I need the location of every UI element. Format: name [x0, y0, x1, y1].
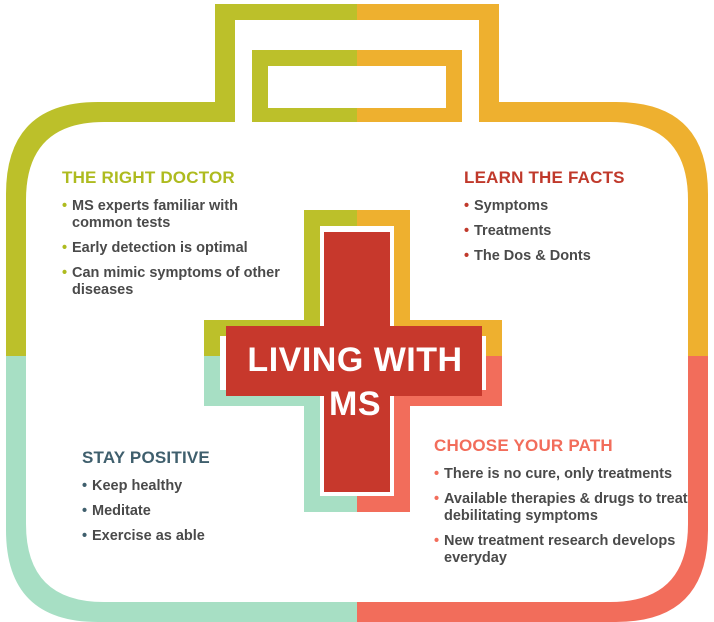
list-item-text: Available therapies & drugs to treat deb… [444, 491, 688, 524]
panel-title: THE RIGHT DOCTOR [62, 168, 235, 187]
list-item: •There is no cure, only treatments [434, 466, 694, 483]
bullet-list: •MS experts familiar with common tests •… [62, 198, 282, 299]
list-item: •The Dos & Donts [464, 248, 664, 265]
list-item-text: Can mimic symptoms of other diseases [72, 265, 280, 298]
red-cross-icon [226, 232, 482, 492]
quadrant-top-left [6, 4, 357, 356]
center-title-line2: MS [329, 385, 381, 423]
list-item: •Keep healthy [82, 478, 302, 495]
quadrant-bottom-right [357, 356, 708, 622]
list-item: •Early detection is optimal [62, 240, 282, 257]
bullet-icon: • [62, 265, 68, 281]
bullet-icon: • [82, 528, 88, 544]
quadrant-top-right [357, 4, 708, 356]
center-title-line1: LIVING WITH [247, 341, 463, 379]
list-item: •New treatment research develops everyda… [434, 533, 694, 567]
list-item-text: New treatment research develops everyday [444, 533, 676, 566]
list-item-text: The Dos & Donts [474, 248, 591, 264]
bullet-icon: • [464, 223, 470, 239]
list-item: •Treatments [464, 223, 664, 240]
list-item-text: Symptoms [474, 198, 549, 214]
list-item-text: Early detection is optimal [72, 240, 248, 256]
quadrant-bottom-left [6, 356, 357, 622]
list-item-text: Exercise as able [92, 528, 205, 544]
panel-title: STAY POSITIVE [82, 448, 210, 467]
panel-title: CHOOSE YOUR PATH [434, 436, 613, 455]
list-item-text: MS experts familiar with common tests [72, 198, 238, 231]
list-item: •Exercise as able [82, 528, 302, 545]
list-item: •MS experts familiar with common tests [62, 198, 282, 232]
panel-title: LEARN THE FACTS [464, 168, 625, 187]
list-item: •Available therapies & drugs to treat de… [434, 491, 694, 525]
panel-learn-facts: LEARN THE FACTS •Symptoms •Treatments •T… [464, 168, 664, 273]
list-item-text: Keep healthy [92, 478, 183, 494]
bullet-icon: • [434, 491, 440, 507]
bullet-list: •Keep healthy •Meditate •Exercise as abl… [82, 478, 302, 545]
bullet-list: •Symptoms •Treatments •The Dos & Donts [464, 198, 664, 265]
panel-stay-positive: STAY POSITIVE •Keep healthy •Meditate •E… [82, 448, 302, 553]
panel-choose-path: CHOOSE YOUR PATH •There is no cure, only… [434, 436, 694, 575]
bullet-icon: • [62, 240, 68, 256]
bullet-icon: • [62, 198, 68, 214]
bullet-icon: • [82, 503, 88, 519]
bullet-list: •There is no cure, only treatments •Avai… [434, 466, 694, 567]
list-item-text: There is no cure, only treatments [444, 466, 673, 482]
list-item: •Symptoms [464, 198, 664, 215]
list-item: •Can mimic symptoms of other diseases [62, 265, 282, 299]
bullet-icon: • [464, 198, 470, 214]
bullet-icon: • [82, 478, 88, 494]
panel-right-doctor: THE RIGHT DOCTOR •MS experts familiar wi… [62, 168, 282, 307]
bullet-icon: • [434, 533, 440, 549]
bullet-icon: • [464, 248, 470, 264]
center-title: LIVING WITH MS [228, 338, 482, 426]
list-item-text: Meditate [92, 503, 151, 519]
list-item: •Meditate [82, 503, 302, 520]
bullet-icon: • [434, 466, 440, 482]
list-item-text: Treatments [474, 223, 552, 239]
